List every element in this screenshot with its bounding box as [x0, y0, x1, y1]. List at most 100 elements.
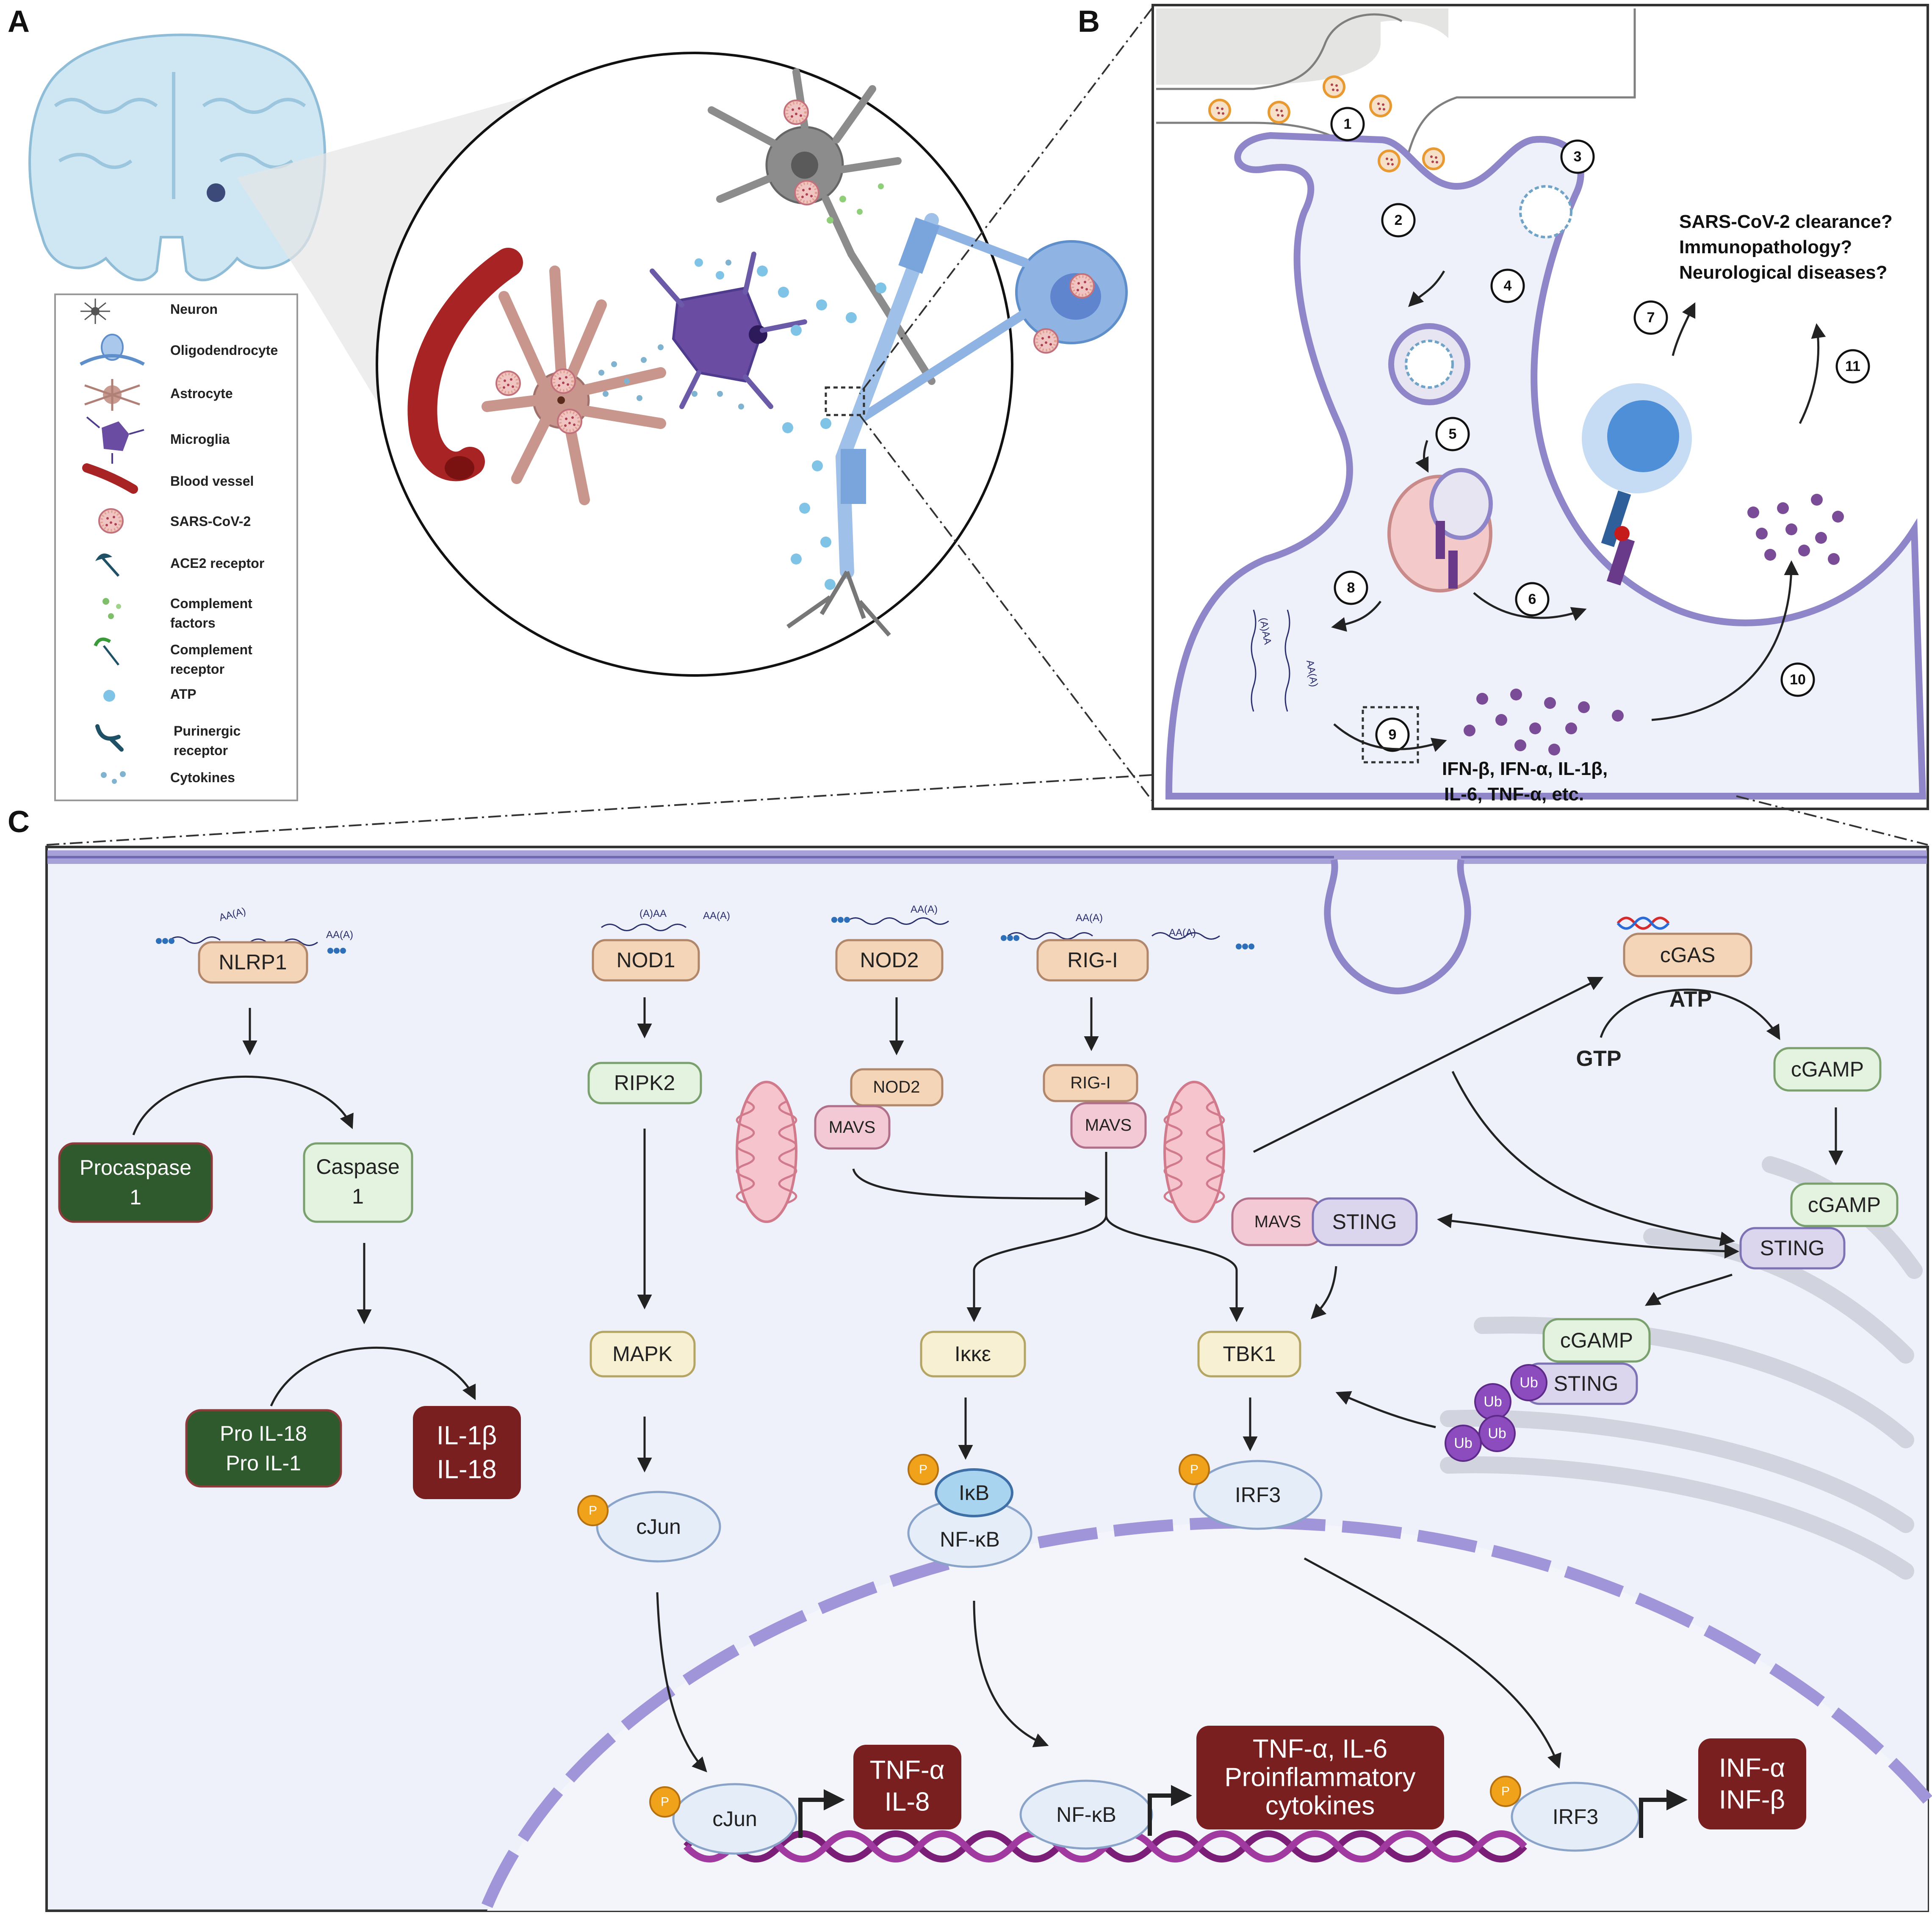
legend-label-2: receptor [170, 661, 224, 677]
svg-text:cJun: cJun [712, 1807, 757, 1831]
svg-text:TNF-α, IL-6: TNF-α, IL-6 [1253, 1735, 1387, 1764]
svg-text:TBK1: TBK1 [1223, 1342, 1276, 1366]
svg-text:4: 4 [1504, 278, 1512, 294]
legend-atp: ATP [103, 686, 197, 702]
step-badges: 1 2 3 4 5 6 7 8 9 10 11 [1330, 107, 1870, 752]
legend-ace2: ACE2 receptor [95, 553, 264, 577]
nfkb-complex: NF-κB IκB P [907, 1454, 1032, 1568]
svg-text:Proinflammatory: Proinflammatory [1224, 1763, 1415, 1792]
svg-text:6: 6 [1528, 591, 1536, 607]
purinergic-receptor-icon [95, 724, 124, 752]
ripk2-node: RIPK2 [587, 1062, 702, 1104]
nlrp1-node: NLRP1 [198, 941, 308, 984]
svg-text:NOD2: NOD2 [860, 948, 919, 972]
legend-label: Neuron [170, 302, 218, 317]
svg-text:3: 3 [1574, 149, 1582, 165]
svg-text:AA(A): AA(A) [1169, 927, 1196, 938]
tbk1-node: TBK1 [1197, 1331, 1301, 1378]
svg-text:STING: STING [1332, 1210, 1397, 1234]
t-cell [1582, 383, 1692, 586]
neuron [708, 68, 936, 385]
svg-text:(A)AA: (A)AA [639, 908, 667, 919]
legend-label: Cytokines [170, 770, 235, 785]
nuclear-nfkb: NF-κB [1019, 1779, 1153, 1850]
legend: Neuron Oligodendrocyte Astrocyte Microgl… [80, 299, 278, 785]
svg-text:10: 10 [1790, 672, 1806, 688]
ub-sting-node: cGAMP STING Ub Ub Ub Ub [1445, 1318, 1651, 1462]
legend-label: SARS-CoV-2 [170, 514, 251, 529]
cgamp-sting-node: cGAMP STING [1739, 1182, 1899, 1270]
dna-double-helix [1616, 916, 1670, 930]
zoom-box-b [1362, 706, 1419, 764]
legend-label: ACE2 receptor [170, 556, 264, 571]
atp-particles [695, 258, 886, 590]
cytokines-icon [101, 771, 126, 784]
svg-text:cGAS: cGAS [1660, 943, 1716, 967]
svg-text:8: 8 [1347, 580, 1355, 596]
svg-text:MAVS: MAVS [1254, 1212, 1301, 1231]
microglia-icon [86, 416, 144, 464]
oligodendrocyte [855, 224, 1128, 424]
svg-text:NF-κB: NF-κB [940, 1528, 1000, 1551]
rna-b: (A)AA AA(A) [1251, 609, 1320, 712]
arrows-b [1331, 270, 1826, 752]
complement-factors-icon [102, 598, 121, 619]
svg-text:11: 11 [1845, 358, 1860, 374]
complement-receptor-icon [94, 637, 119, 666]
mavs-sting-node: MAVS STING [1231, 1197, 1418, 1246]
svg-text:IL-18: IL-18 [437, 1455, 496, 1484]
legend-oligodendrocyte: Oligodendrocyte [80, 334, 278, 366]
svg-text:AA(A): AA(A) [326, 929, 353, 941]
step-11: 11 [1835, 349, 1870, 384]
svg-text:cGAMP: cGAMP [1560, 1328, 1633, 1352]
svg-text:Immunopathology?: Immunopathology? [1679, 237, 1852, 257]
svg-text:Pro IL-1: Pro IL-1 [226, 1451, 301, 1475]
svg-text:NOD1: NOD1 [617, 948, 675, 972]
legend-blood-vessel: Blood vessel [82, 463, 254, 494]
panel-label-a: A [8, 5, 30, 39]
svg-text:cytokines: cytokines [1265, 1791, 1375, 1821]
cytokine-list-1: IFN-β, IFN-α, IL-1β, [1442, 758, 1608, 779]
legend-neuron: Neuron [80, 299, 218, 324]
panel-b: 1 2 3 4 5 6 7 8 9 10 11 [1151, 4, 1929, 810]
svg-text:1: 1 [130, 1185, 141, 1209]
atp-icon [103, 690, 115, 702]
legend-label: Complement [170, 642, 252, 657]
ace2-receptor-icon [95, 553, 120, 577]
legend-complement-receptor: Complement receptor [94, 637, 252, 677]
cytokine-list-2: IL-6, TNF-α, etc. [1444, 784, 1584, 805]
nod2-bound-node: NOD2 [850, 1068, 944, 1107]
mavs-node-2: MAVS [1070, 1102, 1147, 1149]
mitochondrion [737, 1082, 796, 1222]
legend-label: Purinergic [174, 723, 241, 739]
svg-text:IRF3: IRF3 [1235, 1483, 1281, 1507]
legend-purinergic-receptor: Purinergic receptor [95, 723, 241, 758]
blood-vessel-icon [82, 463, 138, 494]
microglia [650, 252, 807, 409]
svg-text:Ub: Ub [1484, 1394, 1502, 1410]
axon [786, 213, 940, 637]
legend-label: Astrocyte [170, 386, 233, 401]
legend-label-2: factors [170, 615, 216, 631]
svg-text:5: 5 [1449, 426, 1457, 442]
legend-sars-cov-2: SARS-CoV-2 [99, 509, 251, 533]
pro-il-node: Pro IL-18 Pro IL-1 [185, 1409, 342, 1488]
astrocyte-icon [84, 379, 140, 411]
step-3: 3 [1560, 139, 1595, 174]
svg-text:IκB: IκB [959, 1481, 989, 1505]
svg-text:Iκκε: Iκκε [955, 1342, 991, 1366]
svg-text:AA(A): AA(A) [1076, 912, 1103, 924]
svg-text:RIG-I: RIG-I [1067, 948, 1118, 972]
svg-text:P: P [1190, 1463, 1199, 1477]
step-7: 7 [1633, 300, 1668, 335]
svg-text:Caspase: Caspase [316, 1155, 399, 1179]
legend-label-2: receptor [174, 743, 228, 758]
legend-astrocyte: Astrocyte [84, 379, 233, 411]
output-inf: INF-α INF-β [1698, 1738, 1806, 1829]
svg-text:AA(A): AA(A) [911, 904, 938, 915]
step-4: 4 [1490, 268, 1525, 303]
svg-text:9: 9 [1389, 727, 1397, 743]
svg-text:AA(A): AA(A) [703, 910, 730, 922]
zoom-line [859, 8, 1153, 395]
